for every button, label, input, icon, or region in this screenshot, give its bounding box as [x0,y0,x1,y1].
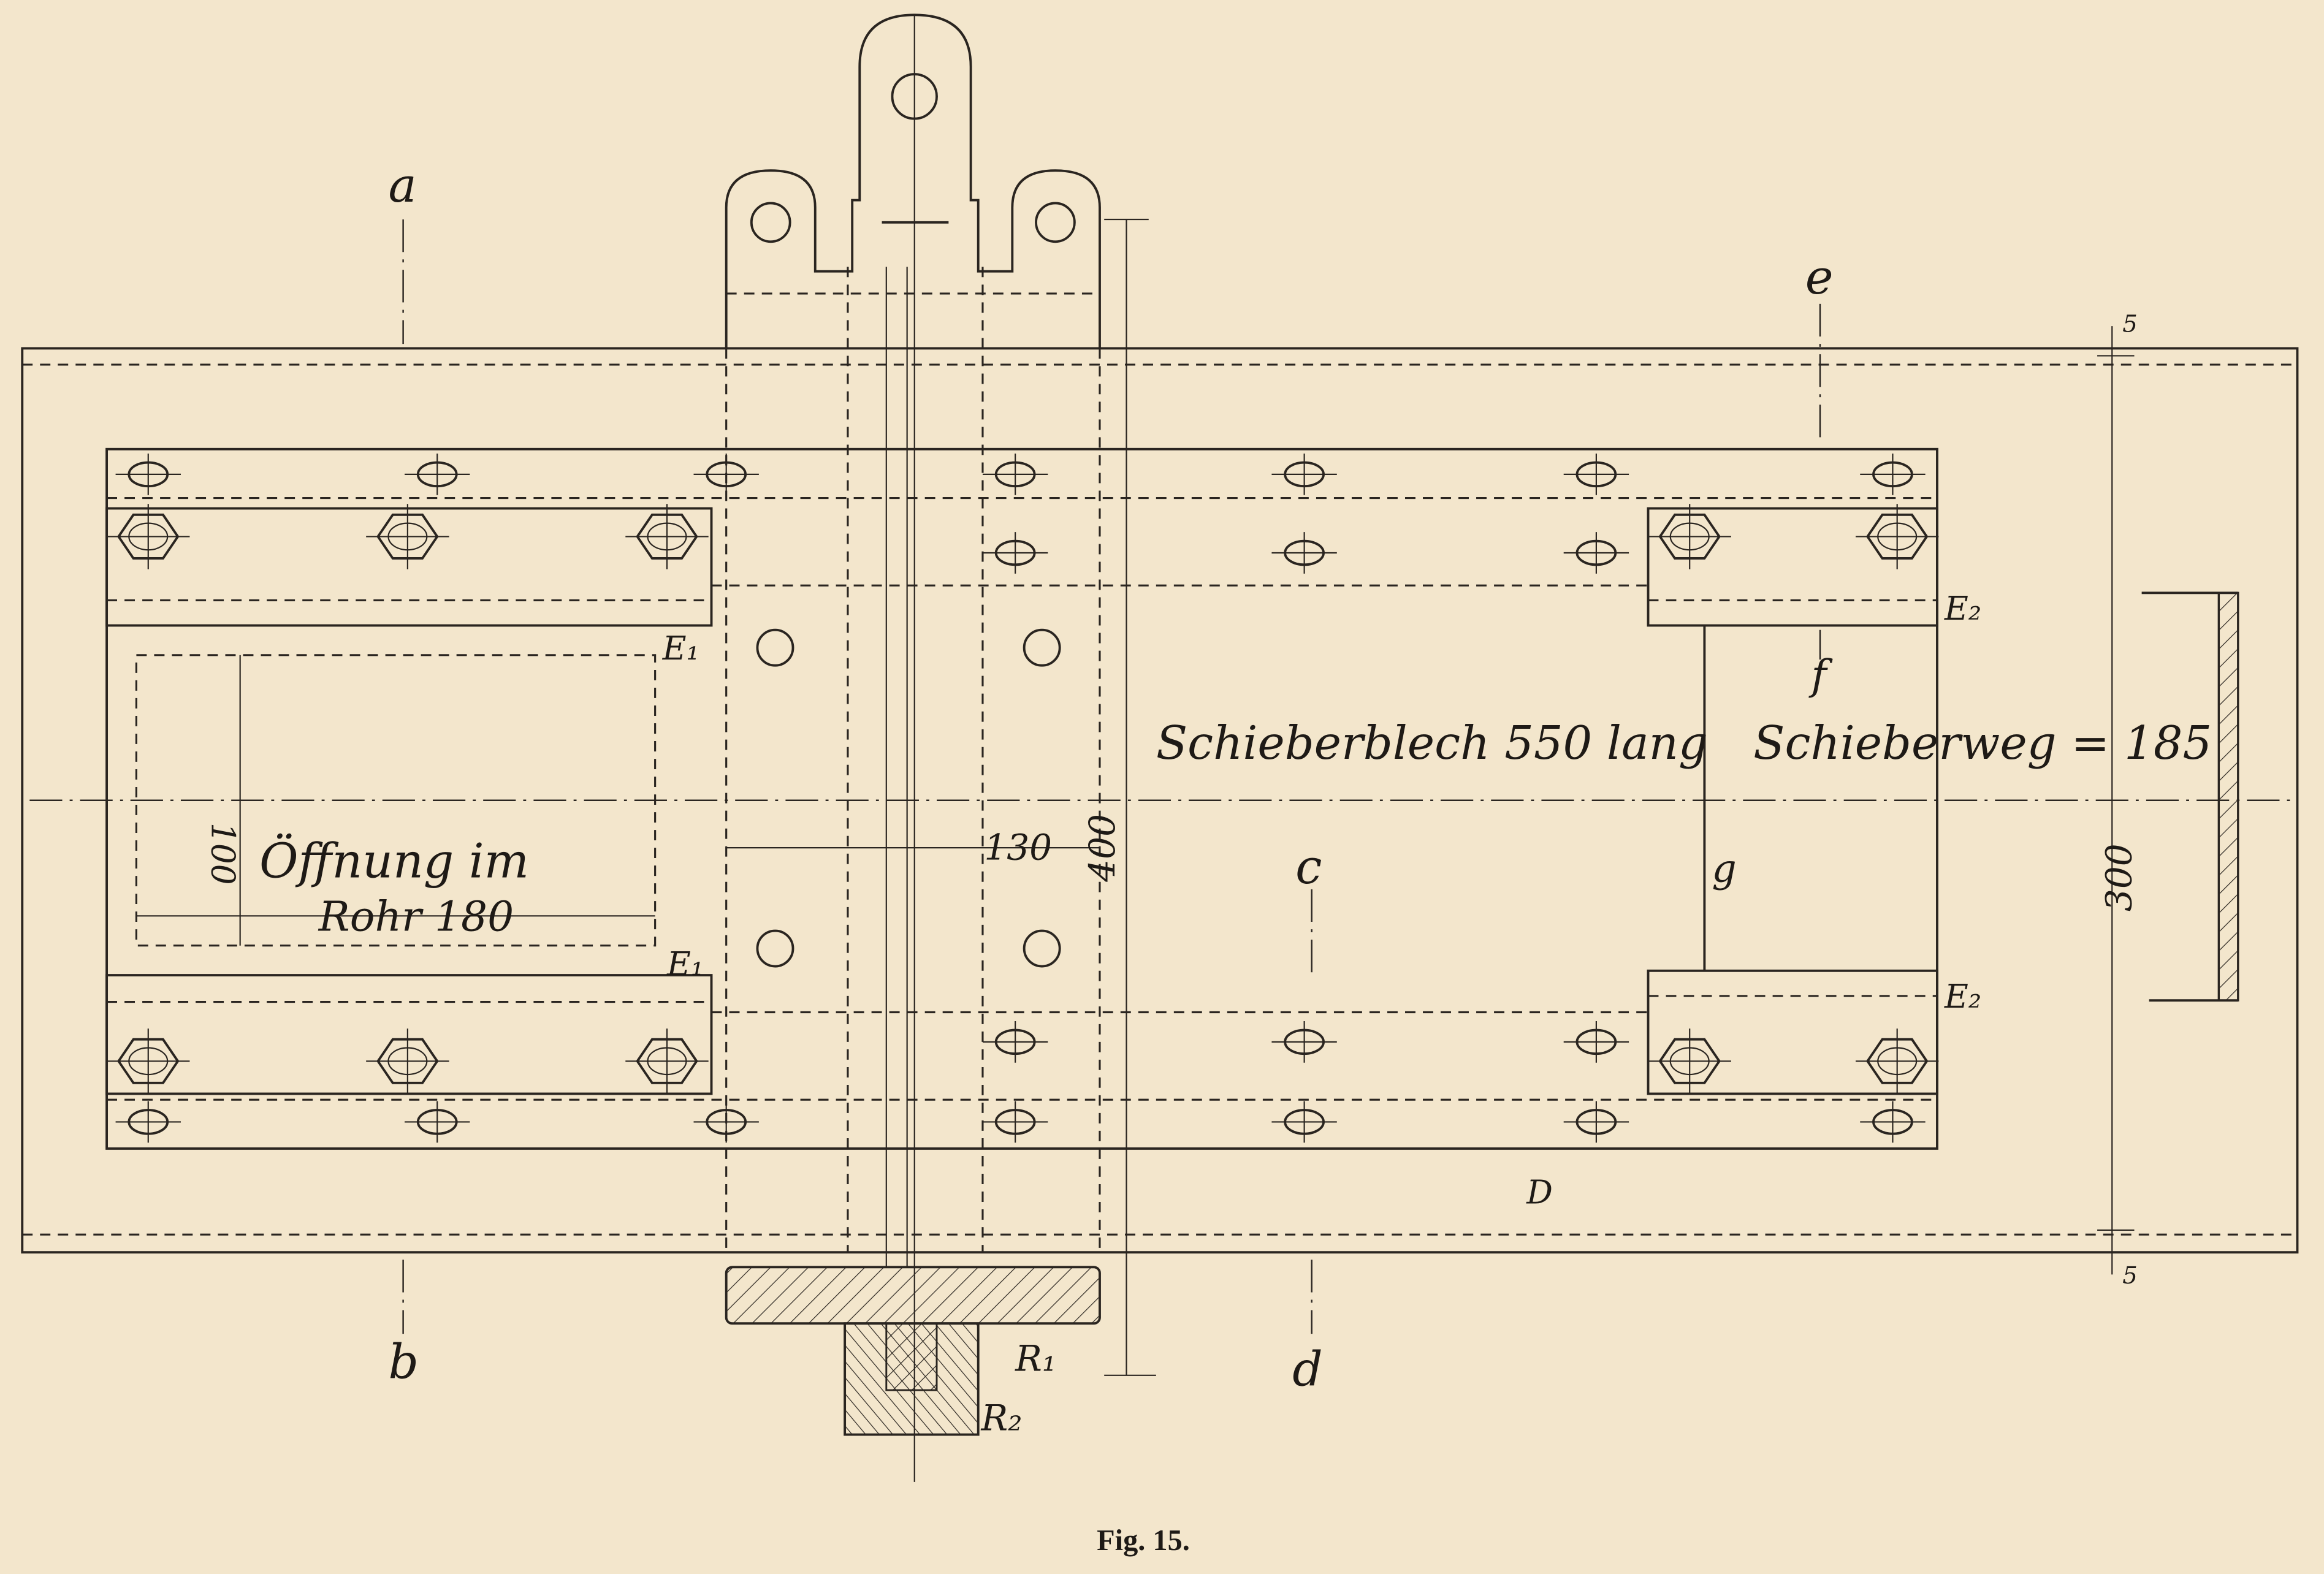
rod-section [725,1266,1101,1436]
dim-rod-width: 130 [984,826,1052,868]
slide-plate [105,447,1938,1150]
bolts [107,504,1939,1094]
dim-wall-bottom: 5 [2122,1262,2138,1290]
figure-caption: Fig. 15. [1097,1524,1190,1557]
label-g: g [1712,846,1736,891]
label-slide-travel: Schieberweg = 185 [1753,716,2212,770]
holes [756,628,1061,968]
section-mark-b: b [388,1335,419,1390]
top-lug [725,13,1101,349]
dim-wall-top: 5 [2122,311,2138,338]
section-mark-c: c [1295,840,1322,895]
section-mark-f: f [1808,650,1833,699]
section-lines [402,219,1821,1334]
section-mark-a: a [388,158,416,213]
label-E2-bottom: E₂ [1944,978,1981,1016]
label-slide-plate: Schieberblech 550 lang [1156,716,1708,770]
pipe [21,347,2299,1254]
label-R1: R₁ [1015,1338,1056,1380]
dim-total-height: 400 [1081,814,1123,883]
slide-rod [725,15,1101,1482]
section-mark-e: e [1805,250,1834,305]
label-R2: R₂ [981,1397,1023,1439]
dim-opening-height: 100 [204,823,242,885]
pipe-opening [135,654,657,947]
label-E1-top: E₁ [662,629,699,667]
dimension-lines [1104,218,2135,1376]
dim-pipe-height: 300 [2098,843,2140,911]
dimension-opening [136,655,655,946]
label-D: D [1526,1173,1553,1211]
label-E1-bottom: E₁ [666,945,704,983]
label-opening-1: Öffnung im [259,834,529,889]
label-E2-top: E₂ [1944,590,1981,628]
rivets [115,454,1926,1143]
section-mark-d: d [1292,1342,1323,1397]
hatched-wall [2141,591,2239,1002]
label-opening-2: Rohr 180 [318,892,514,941]
